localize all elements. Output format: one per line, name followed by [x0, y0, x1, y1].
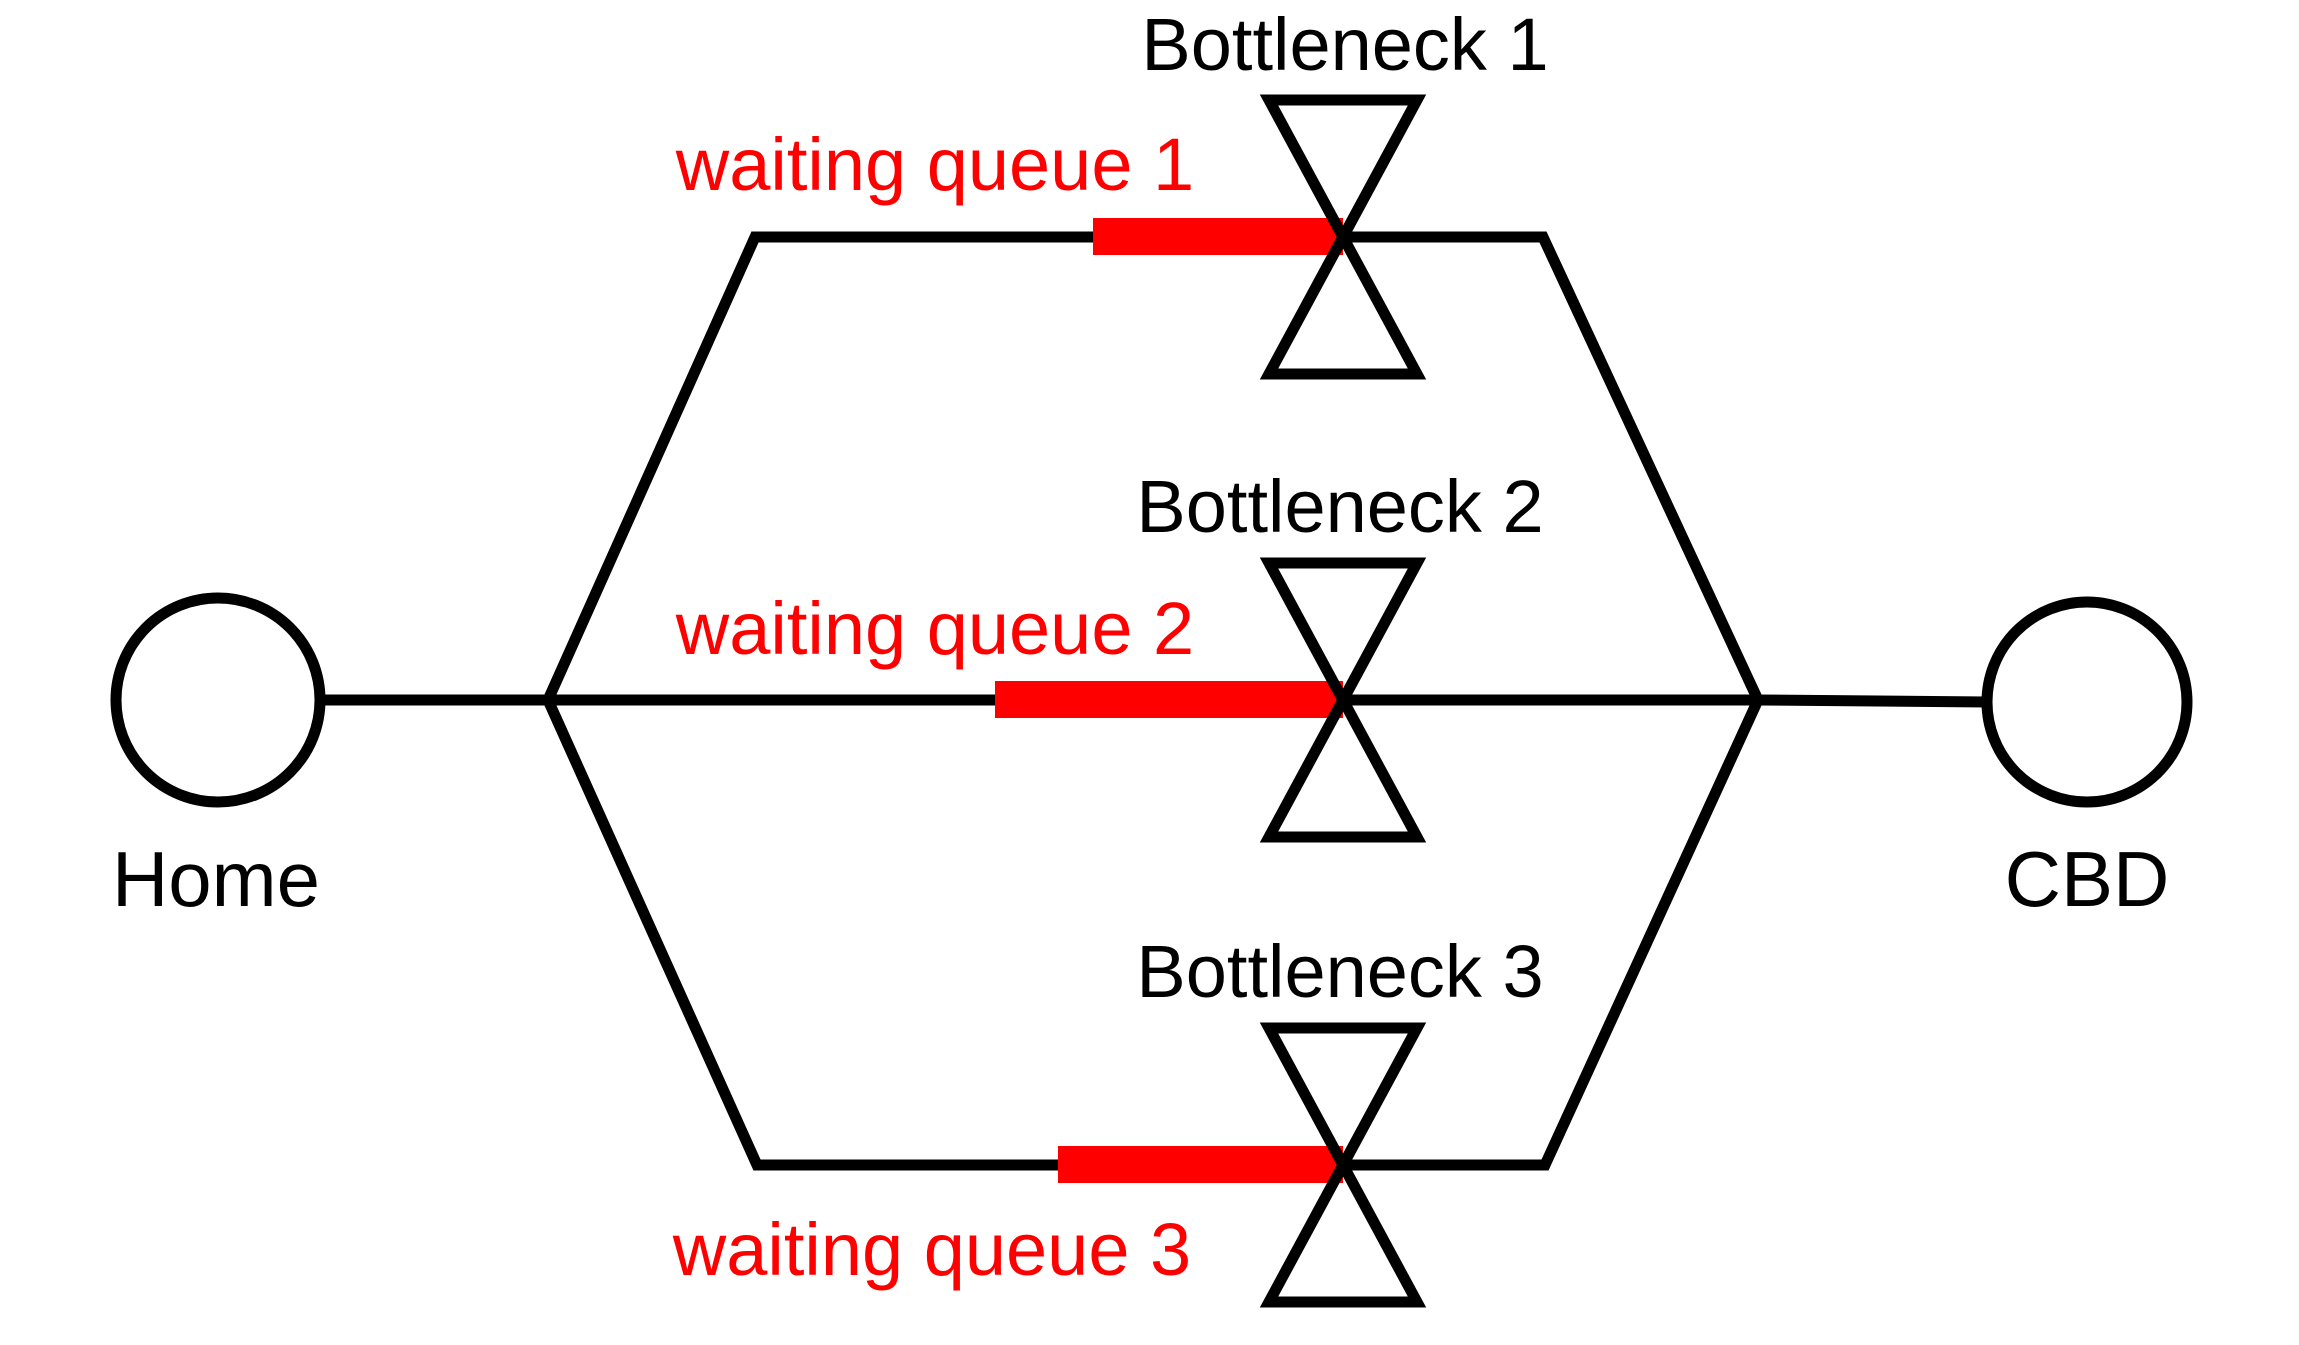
link-merge-to-cbd: [1757, 694, 1988, 708]
waiting-queue-1-label: waiting queue 1: [675, 123, 1195, 206]
waiting-queue-1-bar: [1093, 218, 1343, 255]
bottleneck-3-symbol: [1259, 1022, 1427, 1308]
cbd-node-circle: [1981, 596, 2193, 808]
bottleneck-lower-triangle-icon: [1259, 225, 1427, 380]
bottleneck-lower-triangle-icon: [1259, 688, 1427, 843]
bottleneck-1-symbol: [1259, 94, 1427, 380]
cbd-node-label: CBD: [2004, 835, 2170, 923]
bottleneck-upper-triangle-icon: [1259, 1022, 1427, 1177]
bottleneck-2-label: Bottleneck 2: [1136, 465, 1544, 548]
bottleneck-1-label: Bottleneck 1: [1141, 3, 1549, 86]
bottleneck-3-label: Bottleneck 3: [1136, 930, 1544, 1013]
waiting-queue-2-bar: [995, 681, 1343, 718]
waiting-queue-3-bar: [1058, 1146, 1343, 1183]
waiting-queue-3-label: waiting queue 3: [672, 1208, 1192, 1291]
bottleneck-lower-triangle-icon: [1259, 1153, 1427, 1308]
bottleneck-upper-triangle-icon: [1259, 557, 1427, 712]
home-node-circle: [110, 592, 326, 808]
home-node-label: Home: [111, 835, 321, 923]
waiting-queue-2-label: waiting queue 2: [675, 587, 1195, 670]
bottleneck-2-symbol: [1259, 557, 1427, 843]
bottleneck-upper-triangle-icon: [1259, 94, 1427, 249]
